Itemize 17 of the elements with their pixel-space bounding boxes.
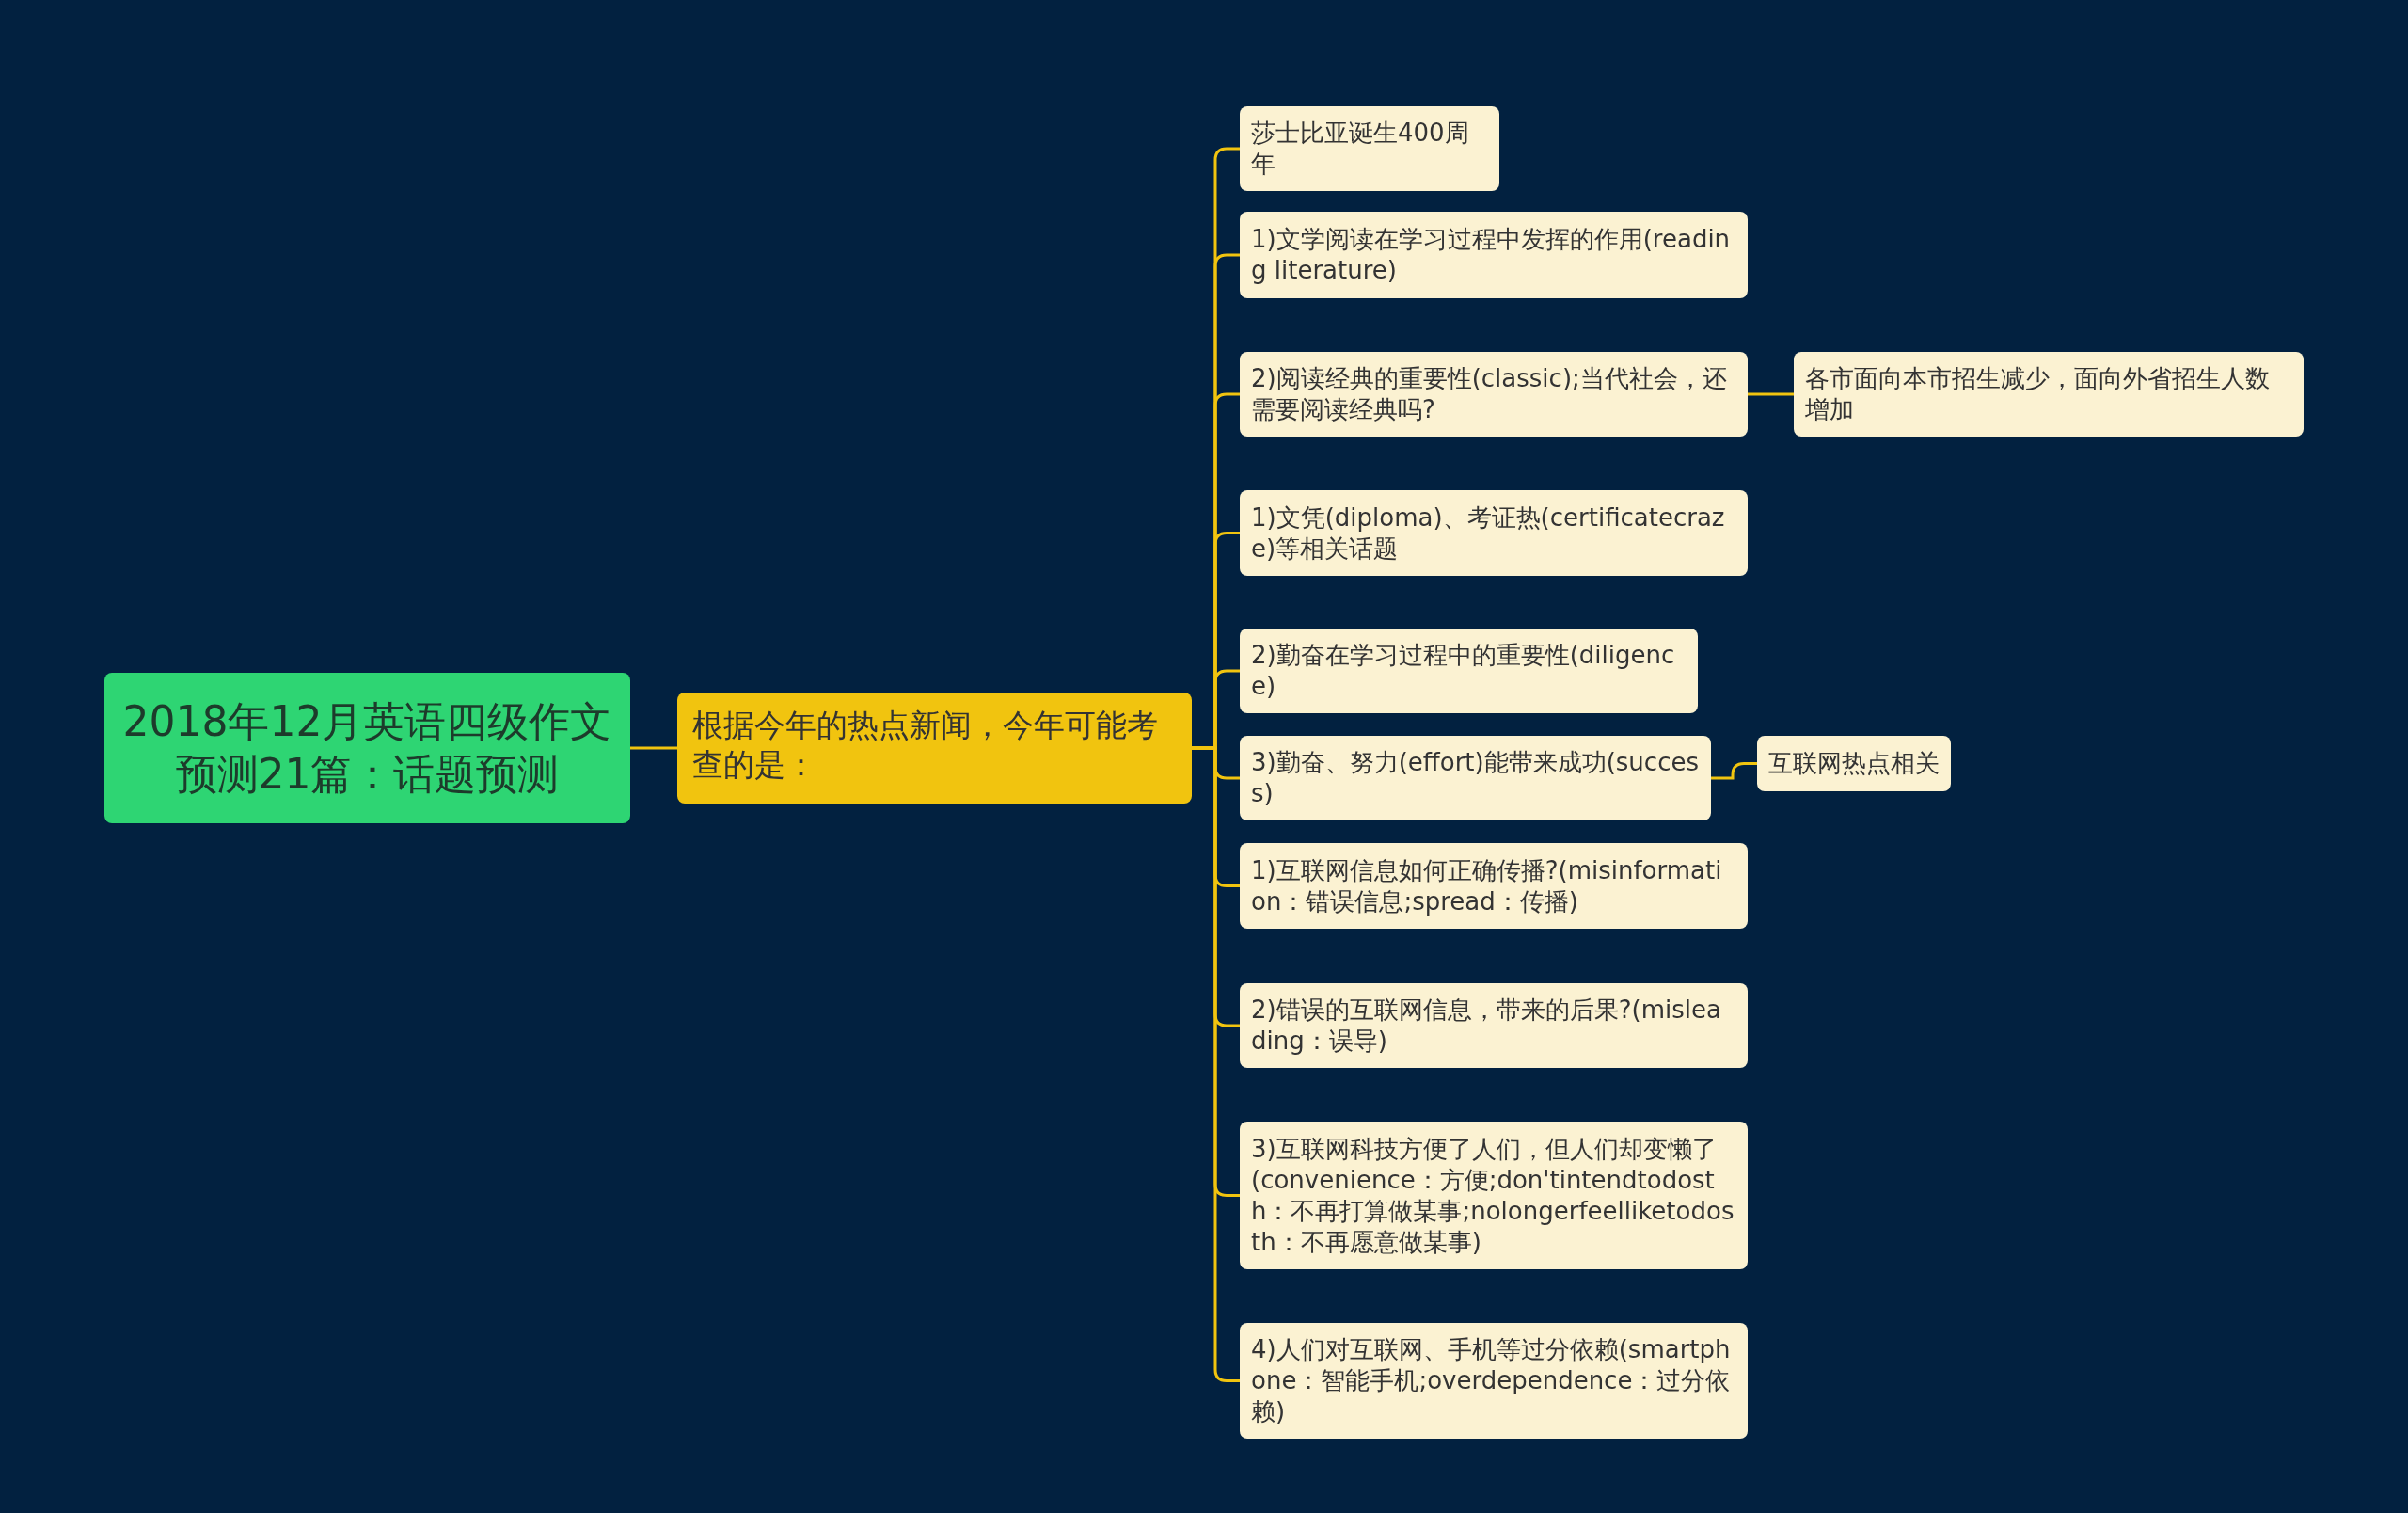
- topic-box: 2018年12月英语四级作文预测21篇：话题预测: [104, 673, 630, 823]
- topic-box: 3)勤奋、努力(effort)能带来成功(success): [1240, 736, 1711, 820]
- topic-box: 莎士比亚诞生400周年: [1240, 106, 1499, 191]
- topic-box: 2)错误的互联网信息，带来的后果?(misleading：误导): [1240, 983, 1748, 1068]
- topic-box: 3)互联网科技方便了人们，但人们却变懒了(convenience：方便;don'tintendtodosth：不再打算做某事;nolongerfeelliketodosth：不再愿意做某事): [1240, 1122, 1748, 1269]
- subtopic-box: 根据今年的热点新闻，今年可能考查的是：: [677, 693, 1192, 804]
- connector-line: [1748, 392, 1794, 396]
- topic-box: 1)互联网信息如何正确传播?(misinformation：错误信息;spread：传播): [1240, 843, 1748, 929]
- topic-box: 1)文学阅读在学习过程中发挥的作用(reading literature): [1240, 212, 1748, 298]
- topic-box: 4)人们对互联网、手机等过分依赖(smartphone：智能手机;overdependence：过分依赖): [1240, 1323, 1748, 1439]
- connector-line: [1711, 762, 1757, 780]
- connector-line: [630, 746, 677, 750]
- topic-box: 1)文凭(diploma)、考证热(certificatecraze)等相关话题: [1240, 490, 1748, 576]
- topic-box: 2)勤奋在学习过程中的重要性(diligence): [1240, 629, 1698, 713]
- topic-box: 各市面向本市招生减少，面向外省招生人数增加: [1794, 352, 2304, 437]
- topic-box: 2)阅读经典的重要性(classic);当代社会，还需要阅读经典吗?: [1240, 352, 1748, 437]
- topic-box: 互联网热点相关: [1757, 736, 1951, 791]
